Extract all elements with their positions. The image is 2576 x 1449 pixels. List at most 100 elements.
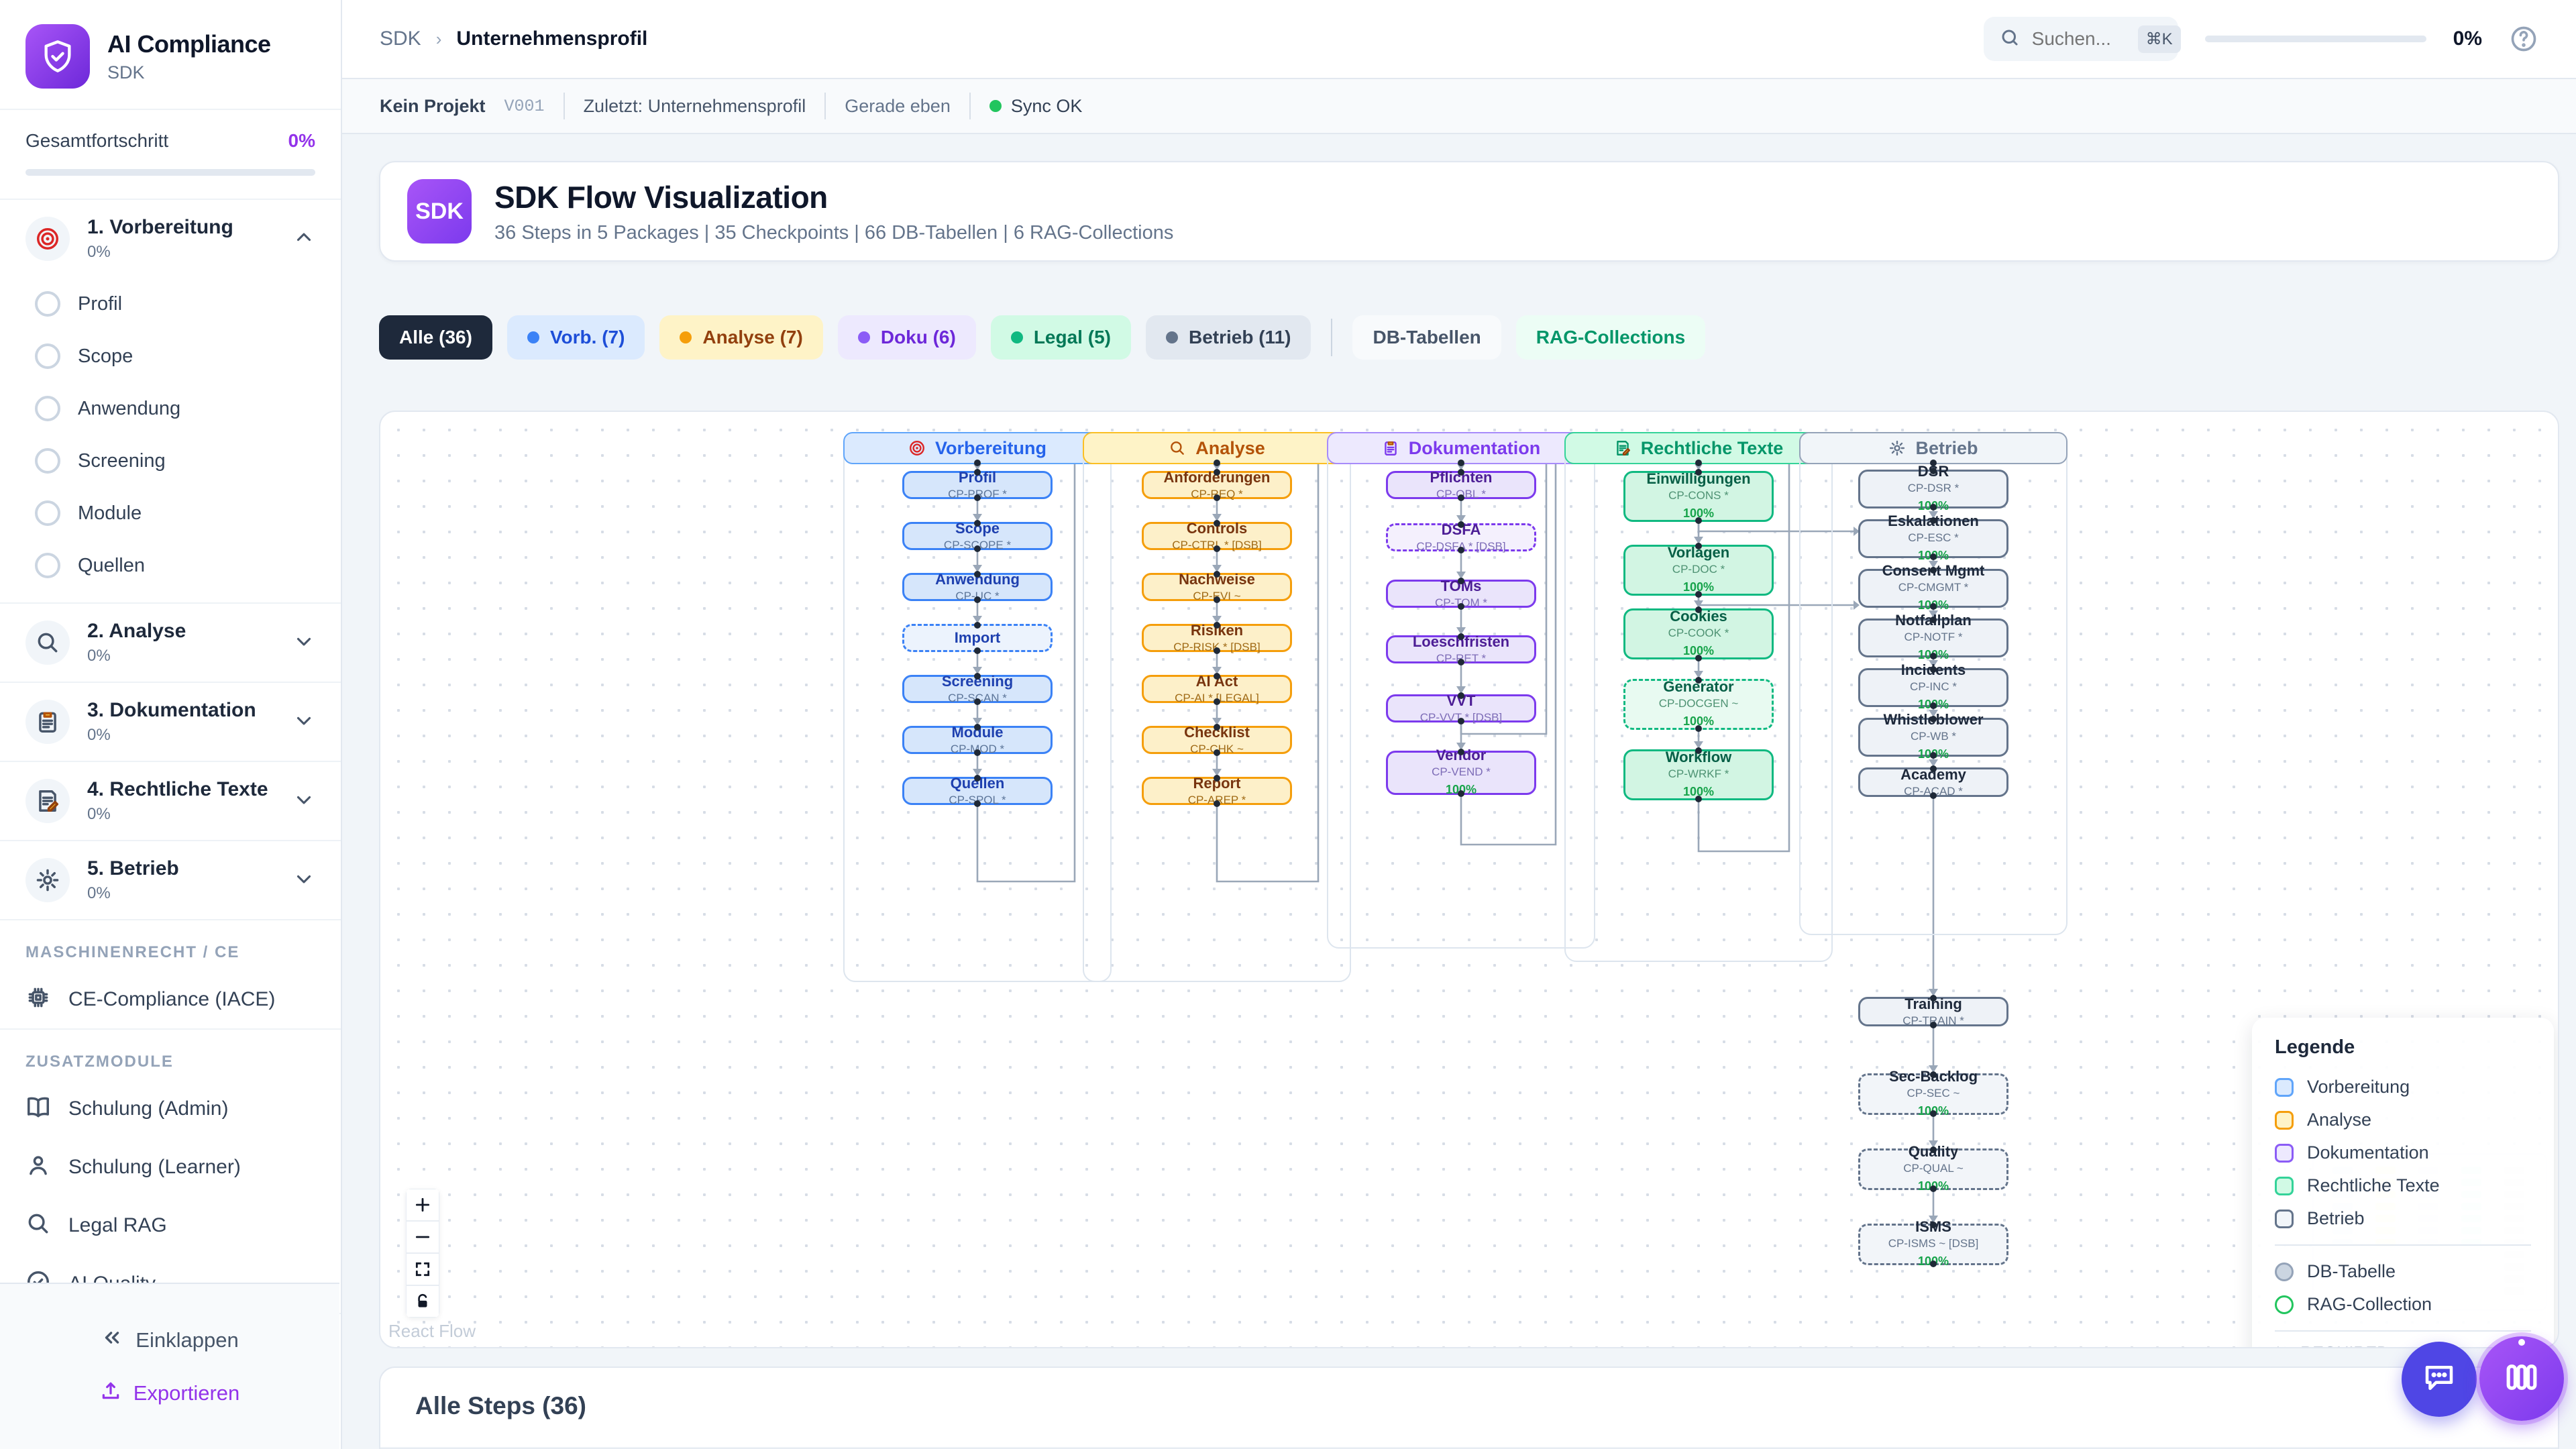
module-label: Legal RAG bbox=[68, 1214, 167, 1236]
filter-label: RAG-Collections bbox=[1536, 327, 1686, 347]
zoom-out-button[interactable] bbox=[406, 1221, 439, 1253]
chip-icon bbox=[25, 985, 51, 1014]
react-flow-attribution[interactable]: React Flow bbox=[388, 1321, 476, 1341]
chevron-down-icon[interactable] bbox=[292, 630, 315, 656]
columns-fab-button[interactable] bbox=[2479, 1336, 2564, 1421]
search-box[interactable]: ⌘K bbox=[1983, 17, 2181, 61]
filter-chip-legal-5-[interactable]: Legal (5) bbox=[990, 315, 1131, 360]
status-bar: Kein Projekt V001 Zuletzt: Unternehmensp… bbox=[342, 79, 2576, 134]
chevron-down-icon[interactable] bbox=[292, 867, 315, 894]
sidebar-item-scope[interactable]: Scope bbox=[0, 330, 341, 382]
breadcrumb-root[interactable]: SDK bbox=[380, 28, 421, 50]
sidebar-item-ce-compliance-iace-[interactable]: CE-Compliance (IACE) bbox=[0, 970, 341, 1028]
filter-chip-analyse-7-[interactable]: Analyse (7) bbox=[659, 315, 823, 360]
chevron-up-icon[interactable] bbox=[292, 226, 315, 252]
node-progress: 100% bbox=[1917, 647, 1949, 661]
module-label: CE-Compliance (IACE) bbox=[68, 987, 276, 1010]
package-header-analyse[interactable]: Analyse bbox=[1083, 432, 1351, 466]
phase-progress: 0% bbox=[87, 243, 111, 261]
filter-chip-doku-6-[interactable]: Doku (6) bbox=[837, 315, 976, 360]
node-code: CP-EVI ~ bbox=[1193, 590, 1241, 603]
chat-fab-button[interactable] bbox=[2402, 1342, 2477, 1417]
chevron-down-icon[interactable] bbox=[292, 788, 315, 814]
help-icon[interactable] bbox=[2509, 24, 2538, 54]
node-progress: 100% bbox=[1682, 784, 1715, 798]
node-title: Whistleblower bbox=[1883, 710, 1984, 728]
sidebar-item-legal-rag[interactable]: Legal RAG bbox=[0, 1196, 341, 1254]
chevron-down-icon[interactable] bbox=[292, 709, 315, 735]
legend-swatch bbox=[2275, 1209, 2294, 1228]
filter-chip-alle-36-[interactable]: Alle (36) bbox=[379, 315, 492, 360]
sidebar-item-module[interactable]: Module bbox=[0, 487, 341, 539]
package-header-dokumentation[interactable]: Dokumentation bbox=[1327, 432, 1595, 466]
sidebar-item-screening[interactable]: Screening bbox=[0, 435, 341, 487]
package-header-vorbereitung[interactable]: Vorbereitung bbox=[843, 432, 1112, 466]
filter-chip-rag-collections[interactable]: RAG-Collections bbox=[1515, 315, 1706, 360]
filter-chip-db-tabellen[interactable]: DB-Tabellen bbox=[1352, 315, 1501, 360]
filter-chip-vorb-7-[interactable]: Vorb. (7) bbox=[506, 315, 645, 360]
lock-button[interactable] bbox=[406, 1285, 439, 1318]
flow-node-import[interactable]: Import bbox=[902, 622, 1053, 654]
fit-view-button[interactable] bbox=[406, 1253, 439, 1285]
export-button[interactable]: Exportieren bbox=[100, 1380, 239, 1407]
magnifier-icon bbox=[25, 621, 70, 665]
filter-chip-betrieb-11-[interactable]: Betrieb (11) bbox=[1145, 315, 1311, 360]
package-header-rechtliche-texte[interactable]: Rechtliche Texte bbox=[1564, 432, 1833, 466]
node-progress: 100% bbox=[1445, 782, 1477, 796]
collapse-sidebar-button[interactable]: Einklappen bbox=[101, 1326, 239, 1354]
search-input[interactable] bbox=[2031, 28, 2126, 50]
sidebar-item-profil[interactable]: Profil bbox=[0, 278, 341, 330]
filter-label: DB-Tabellen bbox=[1373, 327, 1481, 347]
sidebar-item-schulung-learner-[interactable]: Schulung (Learner) bbox=[0, 1138, 341, 1196]
sidebar-item-quellen[interactable]: Quellen bbox=[0, 539, 341, 592]
sidebar-item-schulung-admin-[interactable]: Schulung (Admin) bbox=[0, 1079, 341, 1138]
zoom-in-button[interactable] bbox=[406, 1189, 439, 1221]
node-title: Training bbox=[1904, 996, 1962, 1013]
sidebar-item-anwendung[interactable]: Anwendung bbox=[0, 382, 341, 435]
columns-icon bbox=[2503, 1358, 2540, 1399]
filter-label: Legal (5) bbox=[1033, 327, 1111, 347]
package-header-betrieb[interactable]: Betrieb bbox=[1799, 432, 2068, 466]
